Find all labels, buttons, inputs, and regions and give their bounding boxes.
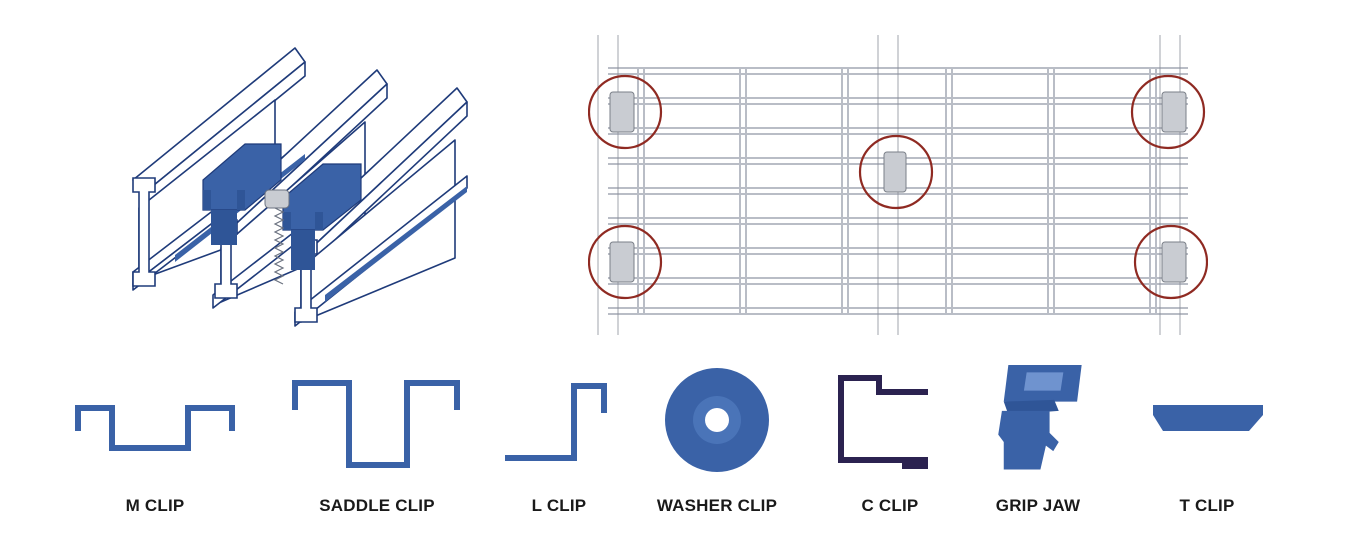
clip-location-circle: [588, 224, 663, 300]
clip-location-circle: [1133, 224, 1208, 300]
m-clip-assembly: [202, 143, 362, 285]
washer-clip-icon: [665, 368, 769, 472]
cross-bars: [637, 68, 1157, 314]
clip-location-circle: [588, 74, 663, 150]
c-clip-icon: [838, 375, 928, 469]
grip-jaw-label: GRIP JAW: [995, 496, 1081, 515]
saddle-clip-label: SADDLE CLIP: [319, 496, 435, 515]
clip-location-circle: [1130, 74, 1206, 150]
washer-clip-label: WASHER CLIP: [656, 496, 778, 515]
grating-top-view-diagram: [588, 35, 1208, 335]
saddle-clip-icon: [292, 380, 460, 468]
t-clip-icon: [1153, 405, 1263, 431]
bolt-thread: [273, 207, 285, 285]
t-clip-label: T CLIP: [1179, 496, 1235, 515]
m-clip-label: M CLIP: [125, 496, 185, 515]
m-clip-icon: [75, 405, 235, 451]
clip-location-circle: [858, 134, 934, 210]
l-clip-label: L CLIP: [531, 496, 587, 515]
c-clip-label: C CLIP: [861, 496, 919, 515]
isometric-clip-assembly-diagram: [132, 47, 468, 327]
grip-jaw-icon: [998, 365, 1082, 470]
